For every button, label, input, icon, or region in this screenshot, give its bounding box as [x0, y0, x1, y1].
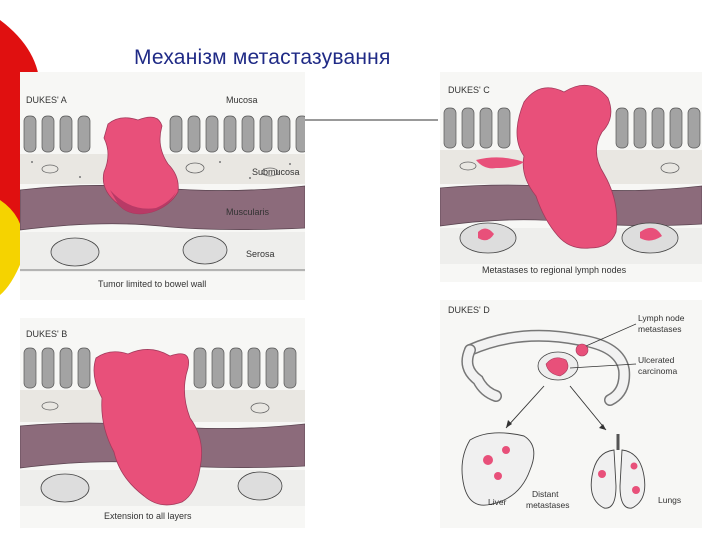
panel-dukes-b: DUKES' B Extension to all layers: [20, 318, 305, 528]
panel-dukes-c: DUKES' C Metastases to regional lymph no…: [440, 72, 702, 282]
label-mucosa: Mucosa: [226, 95, 258, 105]
connector-line: [300, 119, 438, 121]
label-submucosa: Submucosa: [252, 167, 300, 177]
distant-metastases-label-line1: Distant: [532, 489, 559, 499]
liver-label: Liver: [488, 497, 507, 507]
distant-metastases-label-line2: metastases: [526, 500, 570, 510]
lymph-node-label-line2: metastases: [638, 324, 682, 334]
dukes-d-stage-label: DUKES' D: [448, 305, 490, 315]
panel-dukes-a: DUKES' A Mucosa Submucosa Muscularis Ser…: [20, 72, 305, 300]
dukes-d-illustration: [461, 323, 646, 509]
dukes-b-caption: Extension to all layers: [104, 511, 192, 521]
lymph-node-label-line1: Lymph node: [638, 313, 685, 323]
lungs-label: Lungs: [658, 495, 682, 505]
dukes-c-caption: Metastases to regional lymph nodes: [482, 265, 627, 275]
ulcerated-label-line2: carcinoma: [638, 366, 678, 376]
label-muscularis: Muscularis: [226, 207, 270, 217]
dukes-a-caption: Tumor limited to bowel wall: [98, 279, 207, 289]
ulcerated-label-line1: Ulcerated: [638, 355, 675, 365]
panel-dukes-d: DUKES' D Lymph node metastases Ulcerated…: [440, 300, 702, 528]
dukes-c-stage-label: DUKES' C: [448, 85, 490, 95]
dukes-b-stage-label: DUKES' B: [26, 329, 68, 339]
dukes-a-stage-label: DUKES' A: [26, 95, 67, 105]
slide-title: Механізм метастазування: [134, 46, 391, 69]
dukes-a-illustration: [20, 115, 305, 272]
label-serosa: Serosa: [246, 249, 275, 259]
dukes-b-illustration: [20, 347, 305, 506]
dukes-c-illustration: [440, 84, 702, 264]
